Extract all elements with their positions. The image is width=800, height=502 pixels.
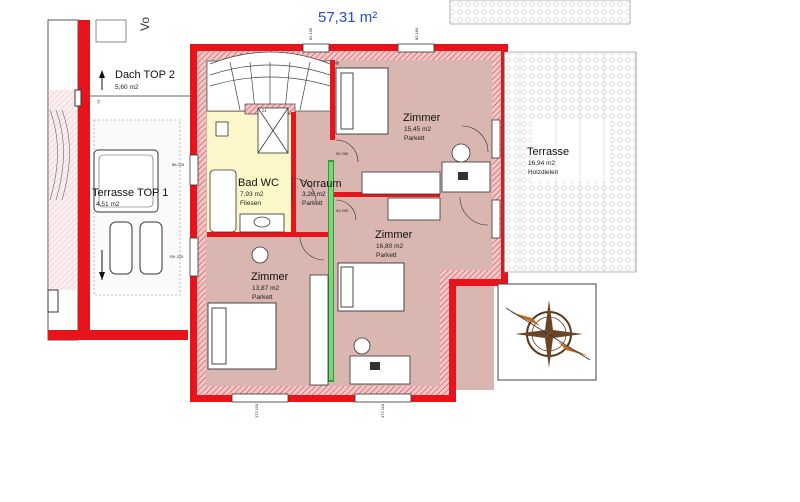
terrasse-deck: [503, 51, 637, 273]
room-floor-zimmer-se: Parkett: [376, 252, 397, 259]
room-name-dach-top2: Dach TOP 2: [115, 69, 175, 81]
dim-door-3: 93 200: [336, 208, 349, 213]
room-area-bad-wc: 7,93 m2: [240, 191, 264, 198]
room-floor-zimmer-ne: Parkett: [404, 135, 425, 142]
room-area-vorraum: 3,26 m2: [302, 191, 326, 198]
room-name-zimmer-ne: Zimmer: [403, 112, 441, 124]
room-area-terrasse: 16,94 m2: [528, 160, 555, 167]
room-area-zimmer-sw: 13,87 m2: [252, 285, 279, 292]
total-area-text: 57,31 m²: [318, 9, 377, 26]
dach-terrasse-area: [90, 70, 190, 296]
dim-win-bottom-2: 172 110: [380, 403, 385, 418]
dim-stair: 73: [96, 99, 101, 104]
upper-terrace-fragment: [449, 0, 631, 25]
room-floor-terrasse: Holzdielen: [528, 169, 559, 176]
dim-window-top: 82 135: [308, 27, 313, 40]
room-area-dach-top2: 5,60 m2: [115, 84, 139, 91]
room-floor-bad-wc: Fliesen: [240, 200, 261, 207]
main-unit: [189, 43, 508, 403]
dim-door-2: 90 200: [336, 151, 349, 156]
room-name-terrasse: Terrasse: [527, 146, 569, 158]
left-neighbour-unit: [47, 19, 188, 341]
room-area-zimmer-se: 16,80 m2: [376, 243, 403, 250]
room-floor-zimmer-sw: Parkett: [252, 294, 273, 301]
room-floor-vorraum: Parkett: [302, 200, 323, 207]
dim-stair2: 24: [262, 108, 267, 113]
room-area-zimmer-ne: 15,45 m2: [404, 126, 431, 133]
room-name-zimmer-sw: Zimmer: [251, 271, 289, 283]
dim-win-bottom-1: 172 110: [254, 403, 259, 418]
dim-window-top-r: 82 160: [414, 27, 419, 40]
room-name-zimmer-se: Zimmer: [375, 229, 413, 241]
dim-door-1: 85 225: [172, 162, 185, 167]
dim-window-w: RK 225: [170, 254, 184, 259]
cut-label: Vo: [138, 17, 152, 31]
room-name-terrasse-top1: Terrasse TOP 1: [92, 187, 168, 199]
room-name-bad-wc: Bad WC: [238, 177, 279, 189]
room-area-terrasse-top1: 4,51 m2: [96, 201, 120, 208]
room-name-vorraum: Vorraum: [300, 178, 342, 190]
compass-rose-icon: [497, 283, 597, 381]
